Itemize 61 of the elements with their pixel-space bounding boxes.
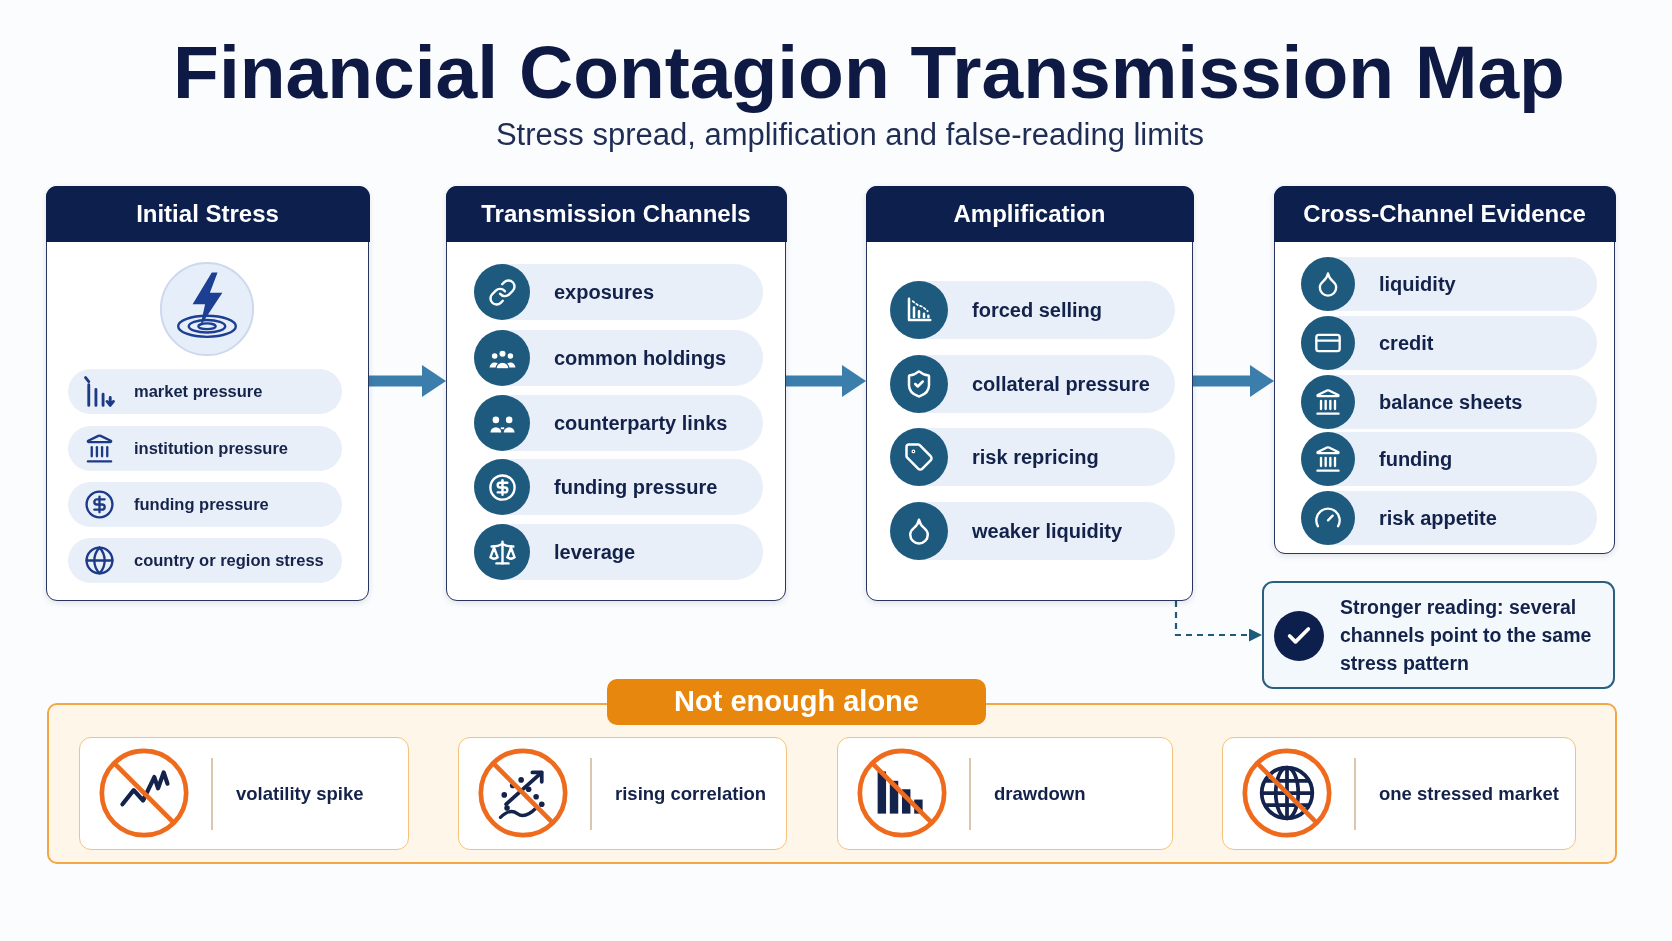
item-pill: [474, 459, 763, 515]
item-label: exposures: [554, 280, 655, 305]
item-pill: [68, 369, 342, 414]
item-label: collateral pressure: [972, 372, 1150, 397]
item-label: one stressed market: [1379, 781, 1559, 806]
item-pill: [68, 482, 342, 527]
item-pill: [1301, 375, 1597, 429]
item-pill: [890, 281, 1175, 339]
item-label: market pressure: [134, 381, 263, 403]
warning-card: [79, 737, 409, 850]
item-label: balance sheets: [1379, 390, 1523, 415]
warning-card: [837, 737, 1173, 850]
item-label: drawdown: [994, 781, 1086, 806]
item-pill: [1301, 257, 1597, 311]
item-label: risk repricing: [972, 445, 1099, 470]
panel-header: Initial Stress: [45, 185, 370, 242]
note-box: [1262, 581, 1615, 689]
panel-header: Amplification: [865, 185, 1194, 242]
panel-card: [46, 186, 369, 601]
item-label: volatility spike: [236, 781, 364, 806]
item-pill: [1301, 316, 1597, 370]
item-label: funding: [1379, 447, 1453, 472]
item-pill: [890, 355, 1175, 413]
item-label: weaker liquidity: [972, 519, 1123, 544]
item-label: country or region stress: [134, 550, 324, 572]
subtitle: Stress spread, amplification and false-reading limits: [495, 116, 1205, 154]
item-pill: [1301, 491, 1597, 545]
item-pill: [474, 264, 763, 320]
item-label: risk appetite: [1379, 506, 1497, 531]
item-label: common holdings: [554, 346, 727, 371]
item-pill: [890, 502, 1175, 560]
item-label: funding pressure: [134, 494, 269, 516]
item-label: credit: [1379, 331, 1434, 356]
item-pill: [474, 330, 763, 386]
item-label: forced selling: [972, 298, 1103, 323]
item-pill: [474, 395, 763, 451]
dashed-arrow: [1174, 601, 1262, 642]
warning-card: [458, 737, 787, 850]
panel-card: [866, 186, 1193, 601]
item-pill: [474, 524, 763, 580]
item-pill: [1301, 432, 1597, 486]
item-pill: [890, 428, 1175, 486]
item-pill: [68, 426, 342, 471]
item-pill: [68, 538, 342, 583]
item-label: counterparty links: [554, 411, 728, 436]
panel-header: Cross-Channel Evidence: [1273, 185, 1616, 242]
warning-card: [1222, 737, 1576, 850]
flow-arrow: [369, 365, 446, 397]
title: Financial Contagion Transmission Map: [173, 29, 1565, 116]
section-tab: Not enough alone: [607, 679, 986, 725]
item-label: leverage: [554, 540, 636, 565]
item-label: institution pressure: [134, 438, 289, 460]
panel-card: [1274, 186, 1615, 554]
flow-arrow: [786, 365, 866, 397]
panel-card: [446, 186, 786, 601]
panel-header: Transmission Channels: [445, 185, 787, 242]
item-label: funding pressure: [554, 475, 718, 500]
item-label: liquidity: [1379, 272, 1456, 297]
item-label: rising correlation: [615, 781, 767, 806]
note-text: Stronger reading: several channels point to the same stress pattern: [1340, 595, 1593, 676]
flow-arrow: [1193, 365, 1274, 397]
